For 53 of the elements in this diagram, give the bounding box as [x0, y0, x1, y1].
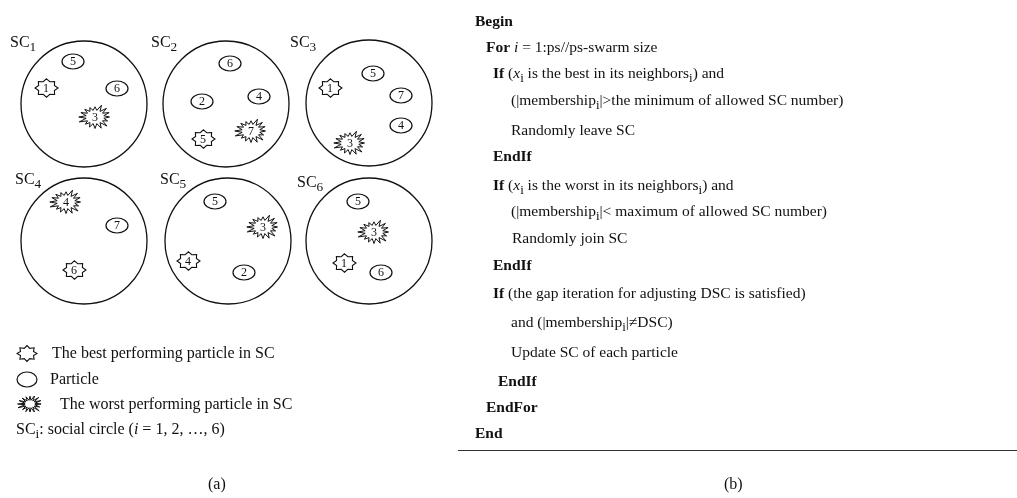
pseudocode-line: For i = 1:ps//ps-swarm size — [486, 38, 658, 56]
pseudocode-line: Randomly leave SC — [511, 121, 635, 139]
worst-particle-burst: 3 — [332, 130, 368, 156]
circle-label: SC$_{2}$ — [151, 33, 178, 57]
pseudocode-line: Randomly join SC — [512, 229, 628, 247]
pseudocode-line: EndIf — [498, 372, 537, 390]
particle-ellipse: 6 — [105, 79, 129, 97]
particle-ellipse: 6 — [218, 54, 242, 72]
particle-ellipse: 5 — [346, 192, 370, 210]
pseudocode-line: If (x$_{i}$ is the best in its neighbors$_{i}$) and — [493, 64, 725, 88]
circle-label: SC$_{4}$ — [15, 170, 42, 194]
pseudocode-line: If (the gap iteration for adjusting DSC is satisfied) — [493, 284, 806, 302]
particle-ellipse: 7 — [389, 86, 413, 104]
worst-particle-burst: 3 — [77, 104, 113, 130]
pseudocode-line: Update SC of each particle — [511, 343, 678, 361]
worst-particle-burst: 3 — [245, 214, 281, 240]
pseudocode-line: (|membership$_{i}$|>the minimum of allowed SC number) — [511, 91, 844, 115]
pseudocode-line: If (x$_{i}$ is the worst in its neighbors$_{i}$) and — [493, 176, 734, 200]
pseudocode-line: Begin — [475, 12, 513, 30]
particle-ellipse: 5 — [61, 52, 85, 70]
particle-ellipse: 6 — [369, 263, 393, 281]
pseudocode-line: (|membership$_{i}$|< maximum of allowed SC number) — [511, 202, 827, 226]
particle-ellipse: 4 — [247, 87, 271, 105]
legend-text: The best performing particle in SC — [52, 344, 275, 362]
particle-ellipse: 2 — [190, 92, 214, 110]
particle-ellipse: 5 — [361, 64, 385, 82]
panel-caption: (b) — [724, 475, 743, 493]
best-particle-star: 5 — [190, 129, 216, 149]
best-particle-star: 6 — [61, 260, 87, 280]
worst-particle-burst: 3 — [356, 219, 392, 245]
panel-caption: (a) — [208, 475, 226, 493]
pseudocode-line: End — [475, 424, 503, 442]
pseudocode-line: EndIf — [493, 147, 532, 165]
pseudocode-line: and (|membership$_{i}$|≠DSC) — [511, 313, 673, 337]
particle-ellipse: 4 — [389, 116, 413, 134]
particle-ellipse: 2 — [232, 263, 256, 281]
worst-particle-burst: 4 — [48, 189, 84, 215]
circle-label: SC$_{3}$ — [290, 33, 317, 57]
circle-label: SC$_{1}$ — [10, 33, 37, 57]
pseudocode-line: EndFor — [486, 398, 538, 416]
particle-ellipse: 7 — [105, 216, 129, 234]
legend-note: SC$_{i}$: social circle (i = 1, 2, …, 6) — [16, 420, 225, 444]
particle-ellipse: 5 — [203, 192, 227, 210]
circle-label: SC$_{6}$ — [297, 173, 324, 197]
circle-label: SC$_{5}$ — [160, 170, 187, 194]
legend-text: Particle — [50, 369, 99, 388]
best-particle-star: 1 — [33, 78, 59, 98]
pseudocode-line: EndIf — [493, 256, 532, 274]
legend-text: The worst performing particle in SC — [60, 395, 293, 413]
best-particle-star: 4 — [175, 251, 201, 271]
best-particle-star: 1 — [317, 78, 343, 98]
best-particle-star: 1 — [331, 253, 357, 273]
worst-particle-burst: 7 — [233, 118, 269, 144]
